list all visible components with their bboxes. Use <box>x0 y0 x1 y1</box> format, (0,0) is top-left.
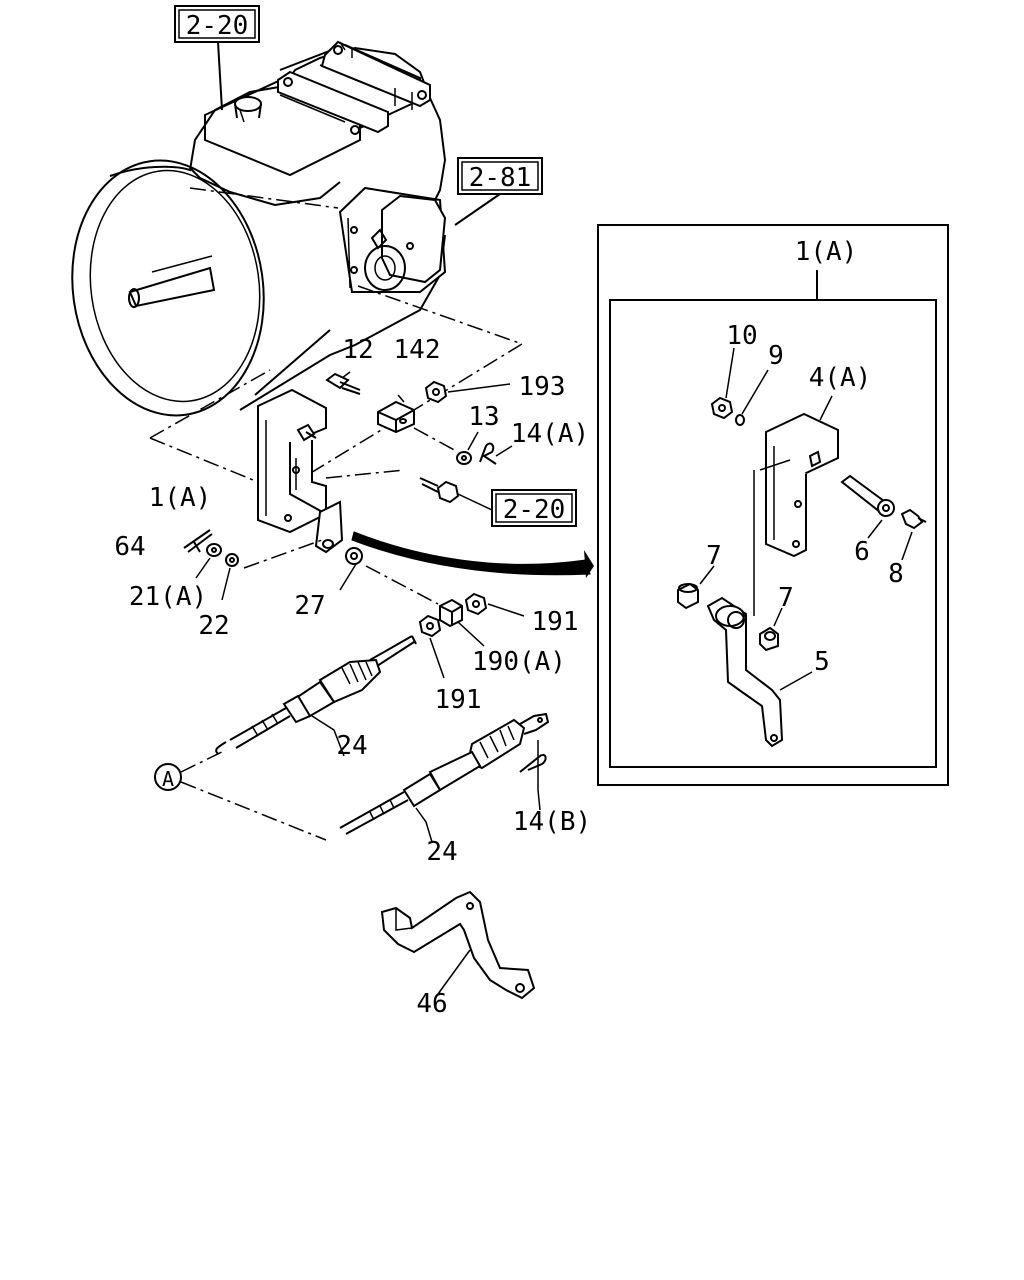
label-1a: 1(A) <box>149 483 212 513</box>
label-191-upper: 191 <box>532 607 579 637</box>
label-142: 142 <box>394 335 441 365</box>
label-14a: 14(A) <box>511 419 589 449</box>
label-193: 193 <box>519 372 566 402</box>
cable-24-lower <box>339 712 550 843</box>
part-22-washer <box>221 539 323 601</box>
callout-labels: 12 142 193 13 14(A) 1(A) 64 21(A) 22 27 … <box>114 321 903 1019</box>
part-193-nut <box>424 380 511 404</box>
part-191-nut-upper <box>464 592 525 617</box>
cable-24-upper <box>215 635 417 757</box>
inset-label-10: 10 <box>726 321 757 351</box>
label-13: 13 <box>468 402 499 432</box>
tag-a-label: A <box>162 767 174 791</box>
label-14b: 14(B) <box>513 807 591 837</box>
inset-title: 1(A) <box>795 237 858 267</box>
label-190a: 190(A) <box>472 647 566 677</box>
reference-top-label: 2-20 <box>186 11 249 41</box>
part-46-bracket <box>380 890 536 1000</box>
inset-part-6-pin <box>840 474 895 539</box>
part-13-washer <box>413 427 479 465</box>
inset-part-7-bushing-left <box>677 565 715 610</box>
part-21a-washer <box>195 543 222 579</box>
bracket-1a <box>149 285 524 554</box>
label-21a: 21(A) <box>129 582 207 612</box>
reference-box-right: 2-81 <box>454 157 543 226</box>
label-24-upper: 24 <box>336 731 367 761</box>
inset-label-6: 6 <box>854 537 870 567</box>
label-27: 27 <box>294 591 325 621</box>
transmission-assembly <box>71 40 447 417</box>
inset-part-10-nut <box>710 347 735 420</box>
part-12-bolt <box>325 371 361 395</box>
part-14a-clip <box>479 442 513 465</box>
label-191-lower: 191 <box>435 685 482 715</box>
part-27-washer <box>339 547 439 605</box>
inset-label-7-left: 7 <box>706 541 722 571</box>
reference-box-top: 2-20 <box>174 5 260 111</box>
tag-a-callout: A <box>154 749 327 841</box>
inset-detail: 1(A) <box>597 224 949 786</box>
inset-label-4a: 4(A) <box>809 363 872 393</box>
part-190a-joint <box>439 598 485 647</box>
reference-box-bolt: 2-20 <box>491 489 577 527</box>
part-191-nut-lower <box>418 614 445 679</box>
inset-part-4a-bracket <box>765 395 839 558</box>
part-14b-clip <box>519 740 547 811</box>
label-22: 22 <box>198 611 229 641</box>
part-142-block <box>377 394 415 434</box>
part-64-cotter-pin <box>183 529 213 553</box>
label-64: 64 <box>114 532 145 562</box>
inset-part-8-fitting <box>900 508 927 561</box>
inset-label-8: 8 <box>888 559 904 589</box>
label-46: 46 <box>416 989 447 1019</box>
inset-pointer-tip <box>584 550 594 578</box>
inset-label-5: 5 <box>814 647 830 677</box>
inset-part-7-bushing-right <box>759 607 783 652</box>
inset-part-5-lever <box>706 459 813 748</box>
inset-label-7-right: 7 <box>778 583 794 613</box>
label-24-lower: 24 <box>426 837 457 867</box>
label-12: 12 <box>342 335 373 365</box>
inset-part-9-washer <box>735 369 769 426</box>
inset-pointer-arrow <box>351 531 591 576</box>
reference-right-label: 2-81 <box>469 163 532 193</box>
inset-label-9: 9 <box>768 341 784 371</box>
bolt-to-ref <box>325 469 493 511</box>
reference-bolt-label: 2-20 <box>503 495 566 525</box>
